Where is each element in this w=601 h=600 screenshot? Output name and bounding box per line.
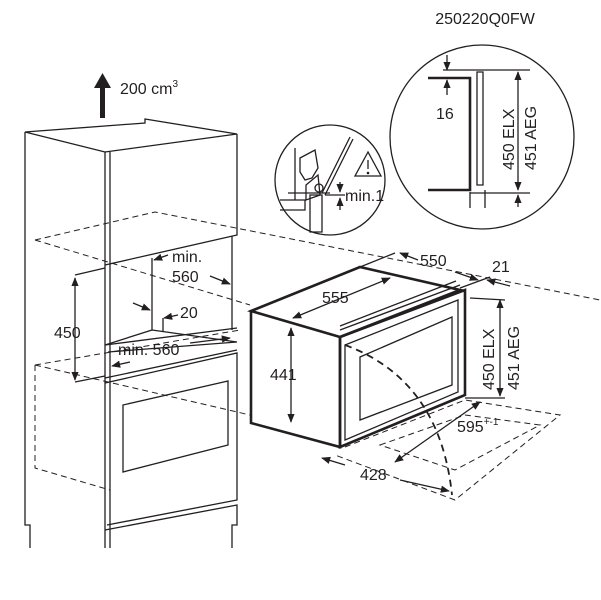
- niche-height: 450: [54, 325, 81, 342]
- detail-circle-height: [389, 44, 575, 230]
- model-code: 250220Q0FW: [435, 11, 536, 28]
- niche-depth-min-line2: 560: [172, 269, 199, 286]
- ventilation-label: 200 cm3: [120, 79, 178, 98]
- niche-width-min: min. 560: [118, 342, 179, 359]
- body-depth: 555: [322, 290, 349, 307]
- tall-cabinet: [24, 118, 601, 548]
- warning-triangle-icon: [353, 150, 383, 177]
- body-height: 441: [270, 367, 297, 384]
- detail-circle-clearance: [274, 124, 386, 236]
- detail-height-aeg: 451 AEG: [523, 106, 540, 170]
- front-height-elx: 450 ELX: [481, 328, 498, 390]
- front-thickness: 21: [492, 259, 510, 276]
- niche-gap: 20: [180, 305, 198, 322]
- detail-height-elx: 450 ELX: [501, 108, 518, 170]
- outer-depth: 550: [420, 253, 447, 270]
- detail-gap: 16: [436, 106, 454, 123]
- front-height-aeg: 451 AEG: [506, 326, 523, 390]
- niche-depth-min-line1: min.: [172, 249, 202, 266]
- ventilation-arrow-icon: [94, 73, 111, 118]
- door-swing-arc: [344, 344, 453, 496]
- front-width: 595+-1: [457, 417, 499, 436]
- body-width: 428: [360, 467, 387, 484]
- clearance-min: min.1: [345, 188, 384, 205]
- built-in-microwave: [247, 265, 467, 449]
